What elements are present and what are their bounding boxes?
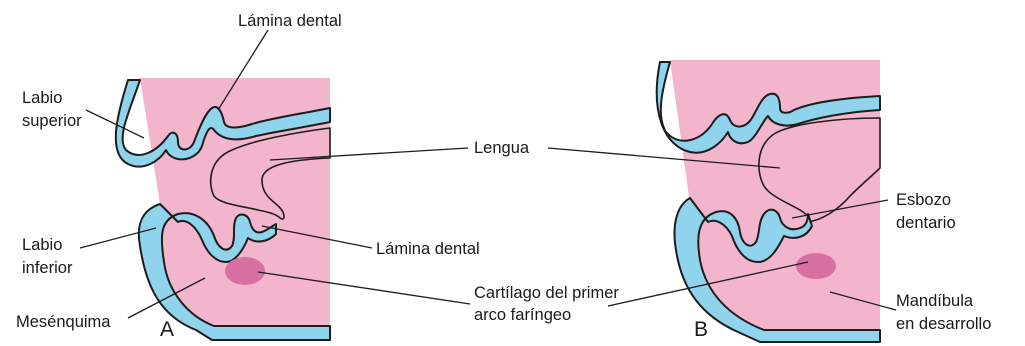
panel-label-b: B: [694, 318, 708, 341]
label-esbozo-line1: Esbozo: [896, 191, 951, 209]
label-lamina-dental-top: Lámina dental: [238, 12, 342, 30]
label-labio-superior-line2: superior: [22, 112, 82, 130]
panel-b-drawing: [657, 60, 880, 342]
label-mandibula-line1: Mandíbula: [896, 292, 974, 310]
label-labio-inferior-line1: Labio: [22, 236, 62, 254]
label-labio-inferior-line2: inferior: [22, 259, 73, 277]
panel-b-cartilage: [796, 253, 836, 279]
label-labio-superior-line1: Labio: [22, 89, 62, 107]
label-mesenquima: Mesénquima: [16, 313, 111, 331]
panel-a-drawing: [116, 78, 330, 340]
panel-label-a: A: [160, 318, 174, 341]
label-esbozo-line2: dentario: [896, 214, 956, 232]
label-cartilago-line1: Cartílago del primer: [474, 284, 619, 302]
panel-a-cartilage: [225, 257, 265, 285]
label-mandibula-line2: en desarrollo: [896, 315, 991, 333]
label-lengua: Lengua: [474, 139, 530, 157]
label-cartilago-line2: arco faríngeo: [474, 306, 571, 324]
label-lamina-dental-mid: Lámina dental: [376, 240, 480, 258]
